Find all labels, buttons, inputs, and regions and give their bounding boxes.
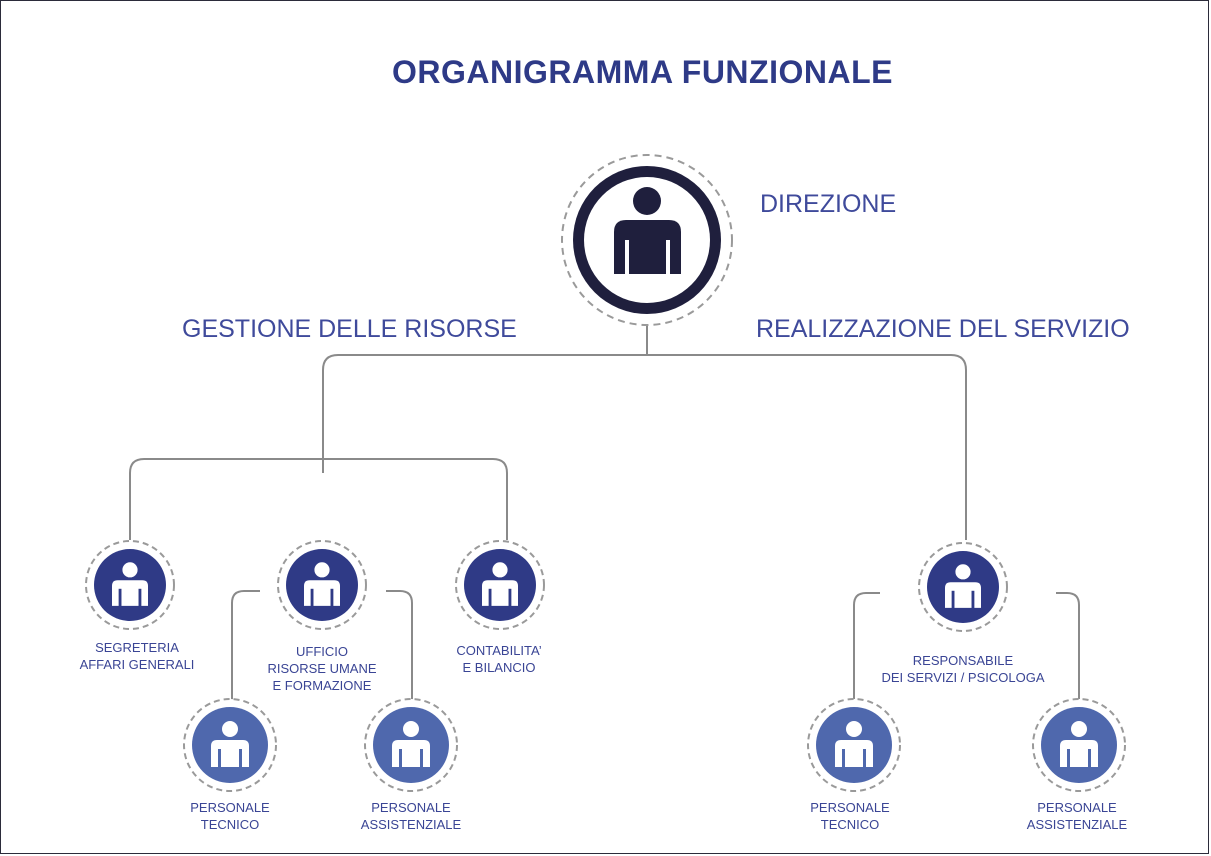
node-segreteria [85,540,175,630]
label-ufficio: UFFICIO RISORSE UMANE E FORMAZIONE [212,643,432,694]
node-personale-assistenziale-2 [1032,698,1126,792]
label-personale-assistenziale-1-line2: ASSISTENZIALE [360,817,462,832]
label-personale-assistenziale-1: PERSONALE ASSISTENZIALE [301,799,521,833]
direzione-label: DIREZIONE [760,190,897,218]
label-responsabile-line1: RESPONSABILE [912,653,1014,668]
branch-label-realizzazione: REALIZZAZIONE DEL SERVIZIO [756,315,1130,343]
person-icon [304,562,340,607]
branch-label-gestione: GESTIONE DELLE RISORSE [182,315,517,343]
label-personale-assistenziale-2-line1: PERSONALE [1037,800,1117,815]
label-personale-tecnico-2-line1: PERSONALE [810,800,890,815]
label-contabilita-line1: CONTABILITA’ [456,643,542,658]
label-personale-tecnico-1: PERSONALE TECNICO [120,799,340,833]
conn-tecnico-1 [231,590,260,700]
label-personale-assistenziale-1-line1: PERSONALE [371,800,451,815]
label-personale-assistenziale-2-line2: ASSISTENZIALE [1026,817,1128,832]
conn-assistenziale-1 [386,590,413,700]
person-icon [482,562,518,607]
person-icon [112,562,148,607]
label-ufficio-line1: UFFICIO [296,644,348,659]
label-ufficio-line2: RISORSE UMANE [267,661,377,676]
person-icon [1060,721,1098,768]
node-contabilita [455,540,545,630]
node-direzione [561,154,733,326]
person-icon [945,564,981,609]
conn-assistenziale-2 [1056,592,1080,700]
label-contabilita-line2: E BILANCIO [462,660,536,675]
conn-main-bar [322,354,967,540]
conn-left-bar [129,458,508,540]
org-nodes [85,154,1126,792]
label-segreteria: SEGRETERIA AFFARI GENERALI [27,639,247,673]
page-title: ORGANIGRAMMA FUNZIONALE [392,54,893,90]
node-personale-tecnico-2 [807,698,901,792]
person-icon [392,721,430,768]
person-icon [835,721,873,768]
label-responsabile-line2: DEI SERVIZI / PSICOLOGA [881,670,1045,685]
label-personale-tecnico-1-line1: PERSONALE [190,800,270,815]
label-personale-tecnico-1-line2: TECNICO [200,817,260,832]
node-ufficio [277,540,367,630]
label-personale-tecnico-2-line2: TECNICO [820,817,880,832]
label-personale-tecnico-2: PERSONALE TECNICO [740,799,960,833]
label-segreteria-line1: SEGRETERIA [95,640,179,655]
node-personale-tecnico-1 [183,698,277,792]
label-contabilita: CONTABILITA’ E BILANCIO [389,642,609,676]
label-personale-assistenziale-2: PERSONALE ASSISTENZIALE [967,799,1187,833]
node-personale-assistenziale-1 [364,698,458,792]
person-icon [614,187,681,276]
label-responsabile: RESPONSABILE DEI SERVIZI / PSICOLOGA [853,652,1073,686]
label-segreteria-line2: AFFARI GENERALI [79,657,195,672]
connector-lines [129,312,1080,700]
node-responsabile [918,542,1008,632]
label-ufficio-line3: E FORMAZIONE [272,678,372,693]
conn-tecnico-2 [853,592,880,700]
person-icon [211,721,249,768]
